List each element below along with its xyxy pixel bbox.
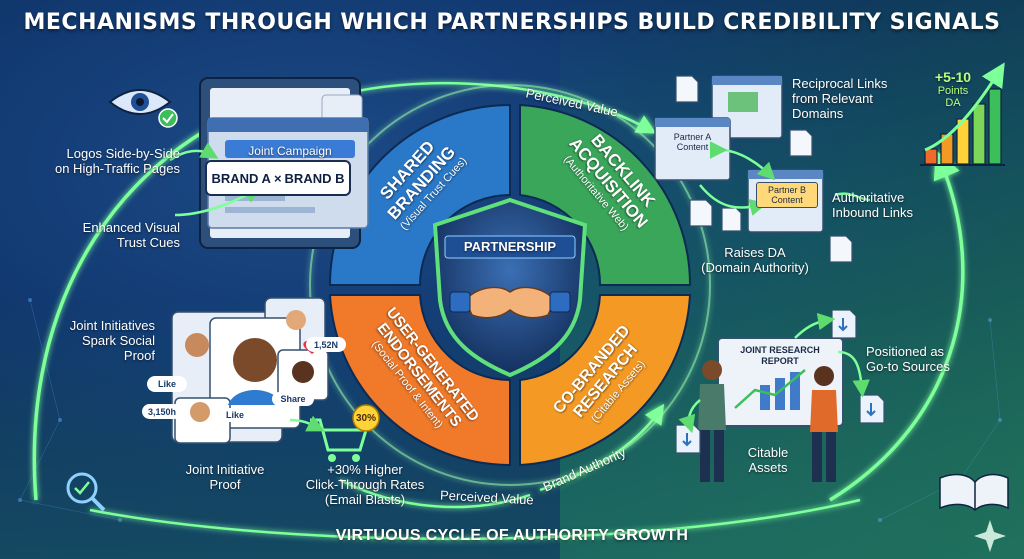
segment-user-generated-endorsements xyxy=(328,294,511,467)
citable-assets-label: Citable Assets xyxy=(747,445,789,475)
joint-research-report-title: JOINT RESEARCH REPORT xyxy=(740,345,820,366)
network-dots xyxy=(18,298,1002,522)
logos-side-by-side-label: Logos Side-by-Side on High-Traffic Pages xyxy=(54,146,180,176)
da-bar xyxy=(940,133,954,165)
like-button-1: Like xyxy=(147,376,187,392)
followers-count-badge: 3,150h xyxy=(142,404,182,419)
da-bar xyxy=(924,148,938,165)
document-icon xyxy=(675,75,853,263)
times-symbol: × xyxy=(273,170,282,186)
brand-pair-box: BRAND A × BRAND B xyxy=(205,160,351,196)
segment-co-branded-research xyxy=(519,294,692,467)
sparkle-icon xyxy=(974,520,1006,552)
partnership-label: PARTNERSHIP xyxy=(463,239,557,254)
book-icon xyxy=(939,473,1009,511)
enhanced-trust-label: Enhanced Visual Trust Cues xyxy=(82,220,180,250)
check-icon xyxy=(158,108,178,128)
share-button: Share xyxy=(272,392,314,406)
da-bar xyxy=(972,103,986,165)
joint-initiative-proof-label: Joint Initiative Proof xyxy=(185,462,265,492)
presenter-figures xyxy=(698,360,838,482)
brand-b-label: BRAND B xyxy=(284,170,345,186)
da-bars xyxy=(924,88,1002,165)
ctr-label: +30% Higher Click-Through Rates (Email B… xyxy=(305,462,425,507)
segment-backlink-acquisition xyxy=(519,103,692,286)
brand-a-label: BRAND A xyxy=(211,170,271,186)
page-title: MECHANISMS THROUGH WHICH PARTNERSHIPS BU… xyxy=(23,10,1001,35)
shield-icon xyxy=(432,197,588,378)
positioned-label: Positioned as Go-to Sources xyxy=(866,344,950,374)
virtuous-cycle-arcs xyxy=(32,81,965,541)
raises-da-label: Raises DA (Domain Authority) xyxy=(701,245,809,275)
virtuous-cycle-title: VIRTUOUS CYCLE OF AUTHORITY GROWTH xyxy=(335,527,689,544)
joint-initiatives-label: Joint Initiatives Spark Social Proof xyxy=(69,318,155,363)
like-button-2: Like xyxy=(218,408,252,422)
segment-shared-branding xyxy=(328,103,511,286)
ctr-badge: 30% xyxy=(355,413,376,424)
reciprocal-links-label: Reciprocal Links from Relevant Domains xyxy=(792,76,888,121)
da-points-label: +5-10 Points DA xyxy=(934,69,972,110)
magnifier-check-icon xyxy=(66,472,106,512)
center-ring xyxy=(309,84,711,486)
authoritative-inbound-label: Authoritative Inbound Links xyxy=(832,190,913,220)
handshake-icon xyxy=(449,286,571,319)
joint-campaign-label: Joint Campaign xyxy=(248,144,332,158)
da-bar xyxy=(988,88,1002,165)
eye-icon xyxy=(108,89,172,115)
social-cards xyxy=(171,297,329,444)
likes-count-badge: 1,52N xyxy=(306,337,346,352)
